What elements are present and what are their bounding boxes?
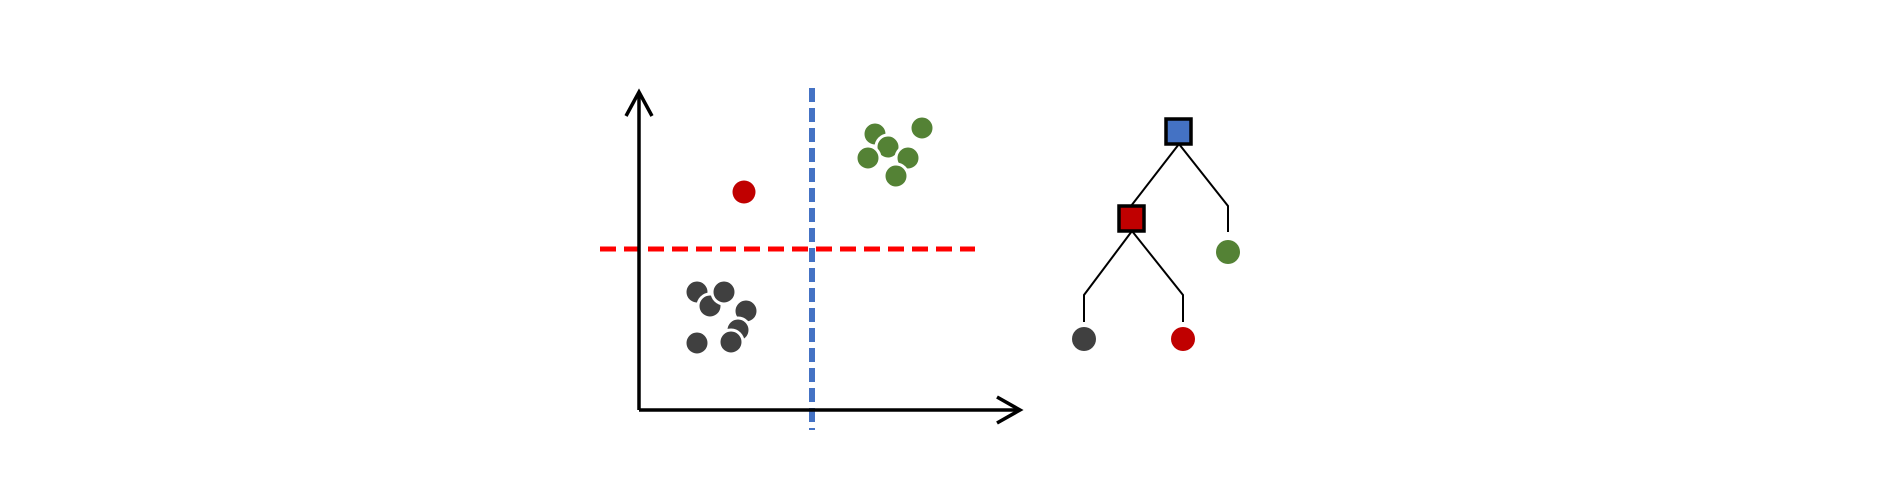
dark-cluster bbox=[683, 278, 760, 357]
green-point bbox=[874, 133, 902, 161]
red-leaf bbox=[1171, 327, 1195, 351]
dark-leaf bbox=[1072, 327, 1096, 351]
tree-edge bbox=[1178, 143, 1229, 232]
y-axis-arrowhead bbox=[624, 88, 654, 117]
dark-point bbox=[683, 329, 711, 357]
green-cluster bbox=[854, 114, 936, 190]
tree-edge bbox=[1131, 230, 1184, 322]
dark-point bbox=[717, 328, 745, 356]
green-point bbox=[854, 144, 882, 172]
green-point bbox=[908, 114, 936, 142]
dark-point bbox=[710, 278, 738, 306]
tree-edge bbox=[1130, 143, 1180, 207]
x-axis-arrowhead bbox=[996, 395, 1024, 425]
tree-edge bbox=[1083, 230, 1133, 322]
root-node bbox=[1164, 117, 1193, 146]
split-node bbox=[1117, 204, 1146, 233]
decision-tree bbox=[1083, 143, 1229, 322]
red-point bbox=[732, 180, 756, 204]
scatter-plot bbox=[600, 88, 1024, 430]
green-leaf bbox=[1216, 240, 1240, 264]
green-point bbox=[882, 162, 910, 190]
